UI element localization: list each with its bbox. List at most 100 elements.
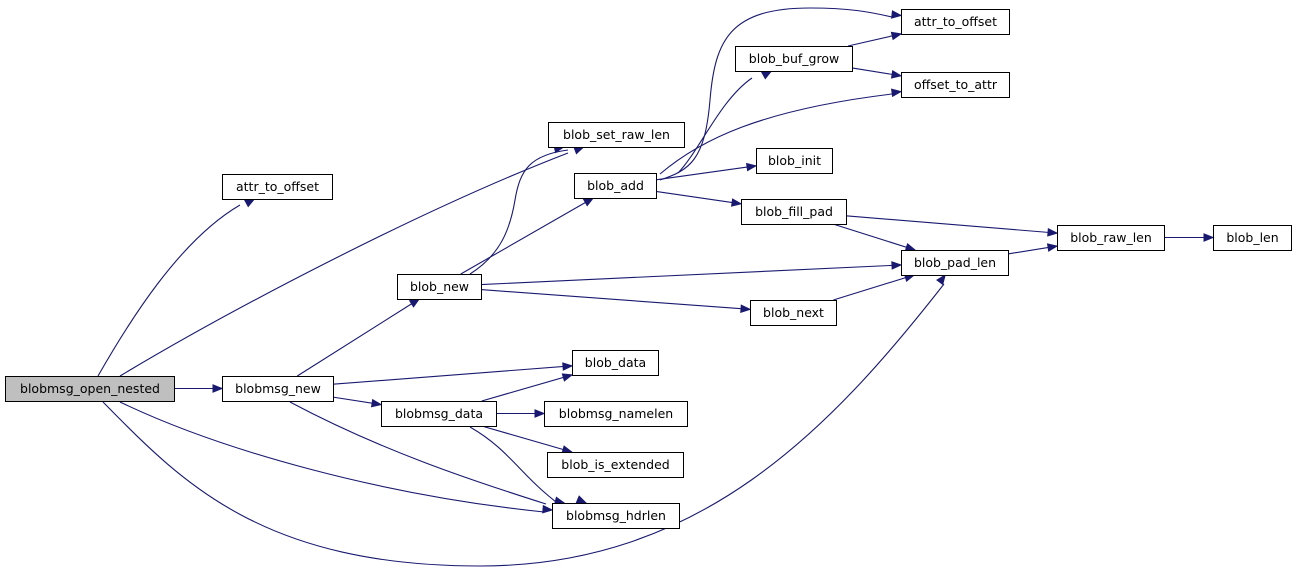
edge-blobmsg_new-to-blob_data <box>332 362 574 385</box>
arrowhead <box>890 31 903 41</box>
node-box[interactable] <box>750 300 837 326</box>
node-label: blob_is_extended <box>561 457 669 472</box>
node-box[interactable] <box>222 376 334 402</box>
edge-blobmsg_data-to-blob_data <box>481 373 574 402</box>
edge-line <box>289 401 547 505</box>
arrowhead <box>542 504 554 514</box>
node-box[interactable] <box>901 9 1010 35</box>
arrowhead <box>561 445 574 454</box>
edge-blob_fill_pad-to-blob_pad_len <box>832 223 917 252</box>
edge-line <box>655 190 742 205</box>
node-box[interactable] <box>901 72 1010 98</box>
edge-blobmsg_data-to-blob_is_extended <box>481 425 574 454</box>
node-blob-fill-pad[interactable]: blob_fill_pad <box>741 199 847 225</box>
edges-layer <box>97 7 1215 567</box>
edge-blobmsg_data-to-blobmsg_hdrlen <box>469 426 588 506</box>
node-box[interactable] <box>1213 225 1292 251</box>
arrowhead <box>370 398 383 408</box>
node-blob-pad-len[interactable]: blob_pad_len <box>901 250 1009 276</box>
node-blob-raw-len[interactable]: blob_raw_len <box>1057 225 1165 251</box>
node-attr-to-offset-1[interactable]: attr_to_offset <box>222 174 333 200</box>
edge-line <box>655 165 757 181</box>
node-label: offset_to_attr <box>914 77 998 92</box>
node-blobmsg-new[interactable]: blobmsg_new <box>222 376 334 402</box>
node-label: blob_new <box>410 279 469 294</box>
edge-blob_add-to-attr_to_offset_2 <box>659 7 903 181</box>
edge-blob_add-to-blob_fill_pad <box>655 190 743 207</box>
node-box[interactable] <box>574 173 657 199</box>
node-offset-to-attr[interactable]: offset_to_attr <box>901 72 1010 98</box>
node-blob-next[interactable]: blob_next <box>750 300 837 326</box>
node-box[interactable] <box>572 350 659 376</box>
node-label: blobmsg_data <box>395 406 483 421</box>
node-label: blobmsg_new <box>235 381 321 396</box>
edge-blobmsg_open_nested-to-attr_to_offset_1 <box>97 198 256 377</box>
node-blobmsg-hdrlen[interactable]: blobmsg_hdrlen <box>552 503 680 529</box>
edge-line <box>460 197 594 275</box>
arrowhead <box>891 88 903 98</box>
node-blobmsg-open-nested[interactable]: blobmsg_open_nested <box>5 376 175 402</box>
node-blob-set-raw-len[interactable]: blob_set_raw_len <box>548 122 685 148</box>
node-box[interactable] <box>547 452 684 478</box>
node-label: blobmsg_namelen <box>559 406 673 421</box>
arrowhead <box>1047 228 1059 237</box>
node-box[interactable] <box>548 122 685 148</box>
arrowhead <box>534 409 546 418</box>
arrowhead <box>582 197 595 207</box>
node-box[interactable] <box>552 503 680 529</box>
node-blob-new[interactable]: blob_new <box>397 274 482 300</box>
arrowhead <box>891 261 903 270</box>
node-label: blob_set_raw_len <box>563 127 670 142</box>
edge-blob_buf_grow-to-offset_to_attr <box>851 67 903 79</box>
edge-blob_new-to-blob_next <box>480 289 752 313</box>
node-label: attr_to_offset <box>236 179 319 194</box>
edge-line <box>97 204 241 377</box>
edge-blobmsg_new-to-blobmsg_data <box>332 396 383 408</box>
node-label: blobmsg_open_nested <box>20 381 160 396</box>
edge-line <box>659 93 893 175</box>
edge-line <box>332 365 573 385</box>
node-box[interactable] <box>381 401 497 427</box>
node-box[interactable] <box>735 46 853 72</box>
arrowhead <box>730 198 743 207</box>
edge-blobmsg_open_nested-to-blobmsg_new <box>174 384 224 393</box>
arrowhead <box>1046 243 1059 252</box>
node-box[interactable] <box>1057 225 1165 251</box>
node-label: attr_to_offset <box>914 14 997 29</box>
arrowhead <box>904 242 917 252</box>
arrowhead <box>1203 233 1215 242</box>
edge-blob_new-to-blob_pad_len <box>480 261 903 286</box>
node-blobmsg-data[interactable]: blobmsg_data <box>381 401 497 427</box>
edge-line <box>296 298 420 377</box>
node-attr-to-offset-2[interactable]: attr_to_offset <box>901 9 1010 35</box>
node-blob-data[interactable]: blob_data <box>572 350 659 376</box>
edge-line <box>480 289 751 310</box>
node-blobmsg-namelen[interactable]: blobmsg_namelen <box>544 401 688 427</box>
node-blob-add[interactable]: blob_add <box>574 173 657 199</box>
node-box[interactable] <box>901 250 1009 276</box>
edge-line <box>481 374 573 402</box>
edge-line <box>677 77 753 174</box>
edge-line <box>119 401 545 513</box>
edge-line <box>102 283 945 567</box>
edge-blob_pad_len-to-blob_raw_len <box>1007 243 1059 255</box>
node-label: blob_len <box>1226 230 1278 245</box>
node-box[interactable] <box>5 376 175 402</box>
edge-blobmsg_new-to-blob_new <box>296 298 421 377</box>
node-blob-len[interactable]: blob_len <box>1213 225 1292 251</box>
node-blob-buf-grow[interactable]: blob_buf_grow <box>735 46 853 72</box>
edge-line <box>119 152 569 377</box>
node-box[interactable] <box>544 401 688 427</box>
node-box[interactable] <box>222 174 333 200</box>
edge-blob_next-to-blob_pad_len <box>833 273 916 301</box>
edge-blobmsg_open_nested-to-blob_pad_len <box>102 273 947 567</box>
edge-line <box>832 223 916 251</box>
node-blob-is-extended[interactable]: blob_is_extended <box>547 452 684 478</box>
node-blob-init[interactable]: blob_init <box>756 148 833 174</box>
node-box[interactable] <box>756 148 833 174</box>
node-box[interactable] <box>397 274 482 300</box>
edge-blob_add-to-offset_to_attr <box>659 88 903 175</box>
node-box[interactable] <box>741 199 847 225</box>
edge-blob_new-to-blob_set_raw_len <box>469 144 569 275</box>
